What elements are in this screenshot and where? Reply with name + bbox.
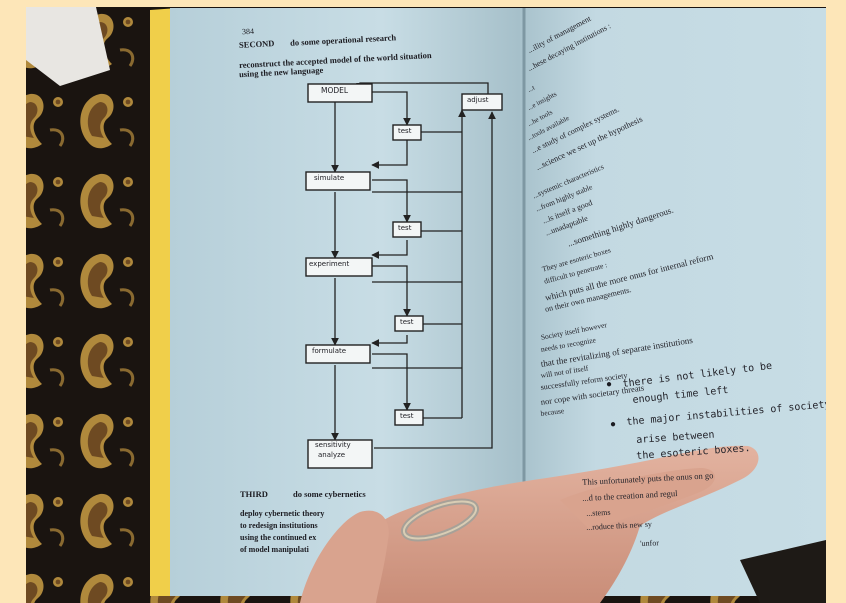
flowchart [331, 82, 496, 449]
page-number: 384 [241, 26, 255, 37]
third-title: do some cybernetics [293, 489, 366, 499]
box-experiment: experiment [309, 260, 350, 268]
third-line-3: using the continued ex [240, 533, 317, 542]
photo-canvas [26, 7, 826, 603]
bottom-line-3: ...stems [586, 507, 611, 518]
box-sensitivity: sensitivity [315, 441, 351, 449]
book-photo: 384 SECOND do some operational research … [26, 7, 826, 603]
box-adjust: adjust [467, 96, 489, 104]
box-model: MODEL [321, 86, 349, 95]
bullet-2-dot: ● [610, 419, 617, 430]
paper-scrap [26, 7, 110, 86]
third-line-1: deploy cybernetic theory [240, 509, 325, 518]
box-analyze: analyze [318, 451, 346, 459]
hand [300, 445, 759, 603]
left-page [170, 8, 524, 596]
box-test-2: test [398, 224, 412, 232]
box-test-4: test [400, 412, 414, 420]
third-label: THIRD [240, 489, 268, 499]
flowchart-boxes [305, 83, 503, 469]
third-line-2: to redesign institutions [240, 521, 318, 530]
second-label: SECOND [238, 38, 275, 50]
box-test-3: test [400, 318, 414, 326]
box-formulate: formulate [312, 347, 347, 355]
bullet-1-dot: ● [606, 379, 613, 390]
third-line-4: of model manipulati [240, 545, 309, 554]
box-simulate: simulate [314, 174, 345, 182]
shadow-corner [740, 540, 826, 603]
bottom-line-5: 'unfor [640, 538, 660, 548]
box-test-1: test [398, 127, 412, 135]
